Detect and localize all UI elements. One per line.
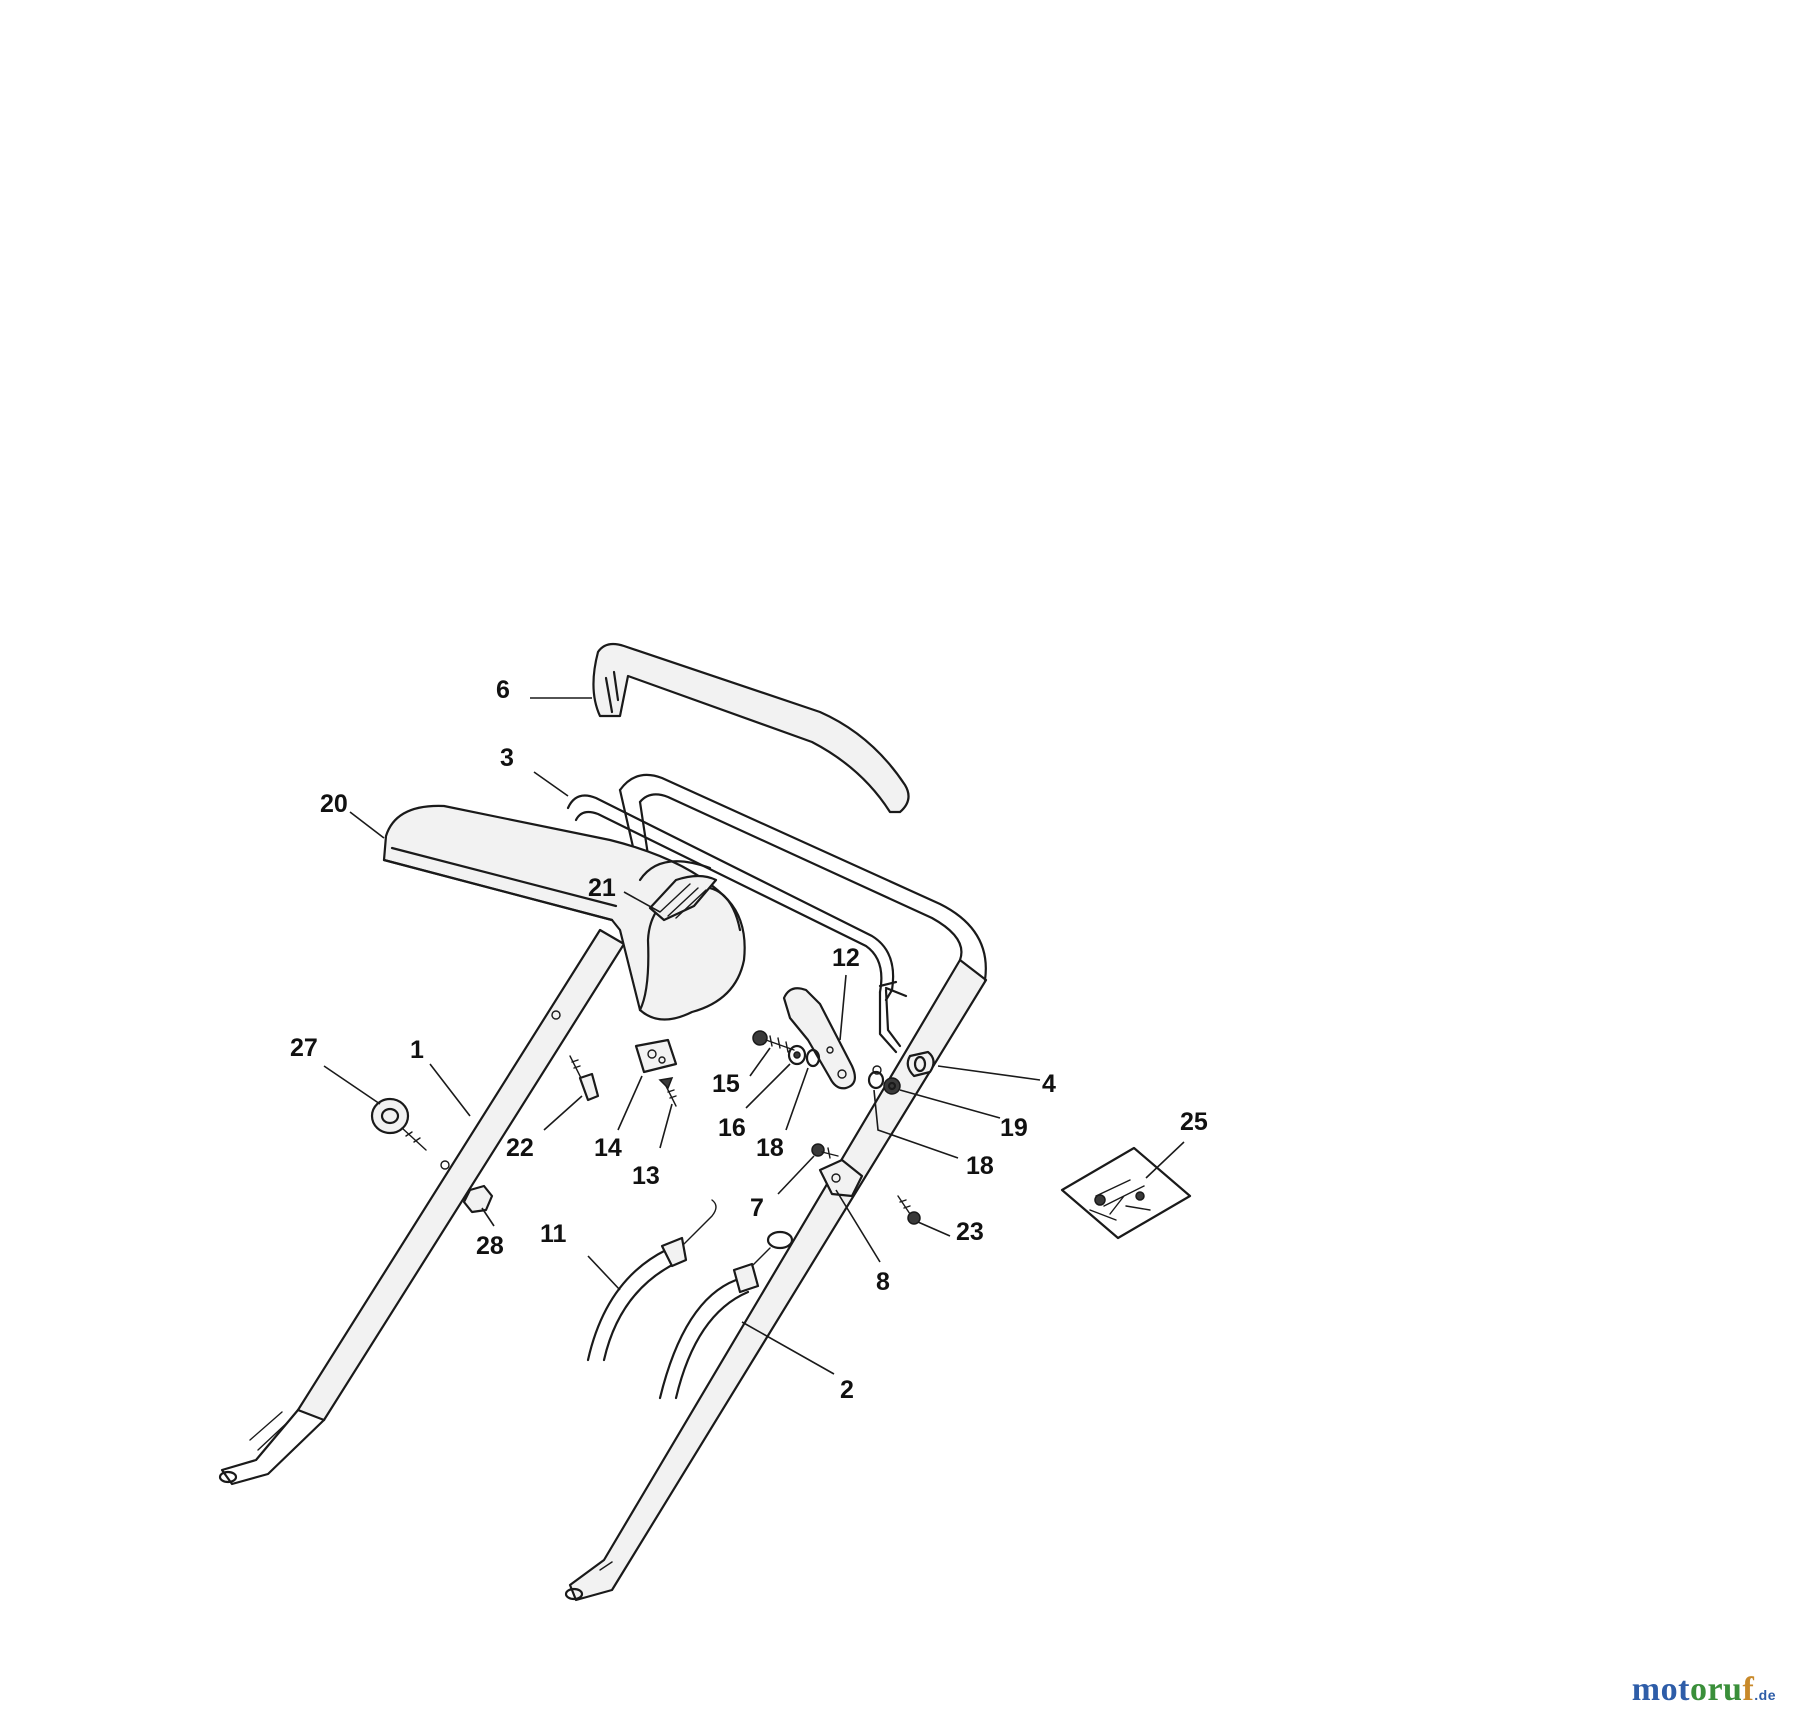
label-15: 15 <box>712 1070 740 1098</box>
part-14-cable-clip <box>634 1038 678 1074</box>
part-12-lever <box>782 987 857 1090</box>
part-2-cable <box>658 1230 794 1400</box>
label-2: 2 <box>840 1376 854 1404</box>
watermark-part-a: mot <box>1631 1671 1690 1708</box>
part-1-left-handle-tube <box>218 928 626 1486</box>
part-8-bracket <box>818 1158 864 1198</box>
label-4: 4 <box>1042 1070 1056 1098</box>
label-3: 3 <box>500 744 514 772</box>
watermark-part-b: oru <box>1689 1671 1743 1708</box>
label-16: 16 <box>718 1114 746 1142</box>
part-3-wire-bail <box>566 794 908 1054</box>
leader-lines <box>323 697 1185 1375</box>
label-11: 11 <box>540 1220 567 1248</box>
part-4-cable-bushing <box>906 1050 935 1078</box>
label-7: 7 <box>750 1194 764 1222</box>
label-14: 14 <box>594 1134 622 1162</box>
label-28: 28 <box>476 1232 504 1260</box>
label-23: 23 <box>956 1218 984 1246</box>
label-12: 12 <box>832 944 860 972</box>
label-18: 18 <box>756 1134 784 1162</box>
label-18b: 18 <box>966 1152 994 1180</box>
part-22-screw <box>569 1055 600 1102</box>
brand-watermark: motoruf.de <box>1632 1671 1776 1709</box>
part-13-screw <box>658 1077 677 1107</box>
part-15-bolt <box>752 1030 795 1053</box>
label-27: 27 <box>290 1034 318 1062</box>
upper-handle-loop <box>618 773 987 982</box>
part-23-screw <box>897 1195 921 1225</box>
label-13: 13 <box>632 1162 660 1190</box>
part-21-slot-insert <box>648 874 718 922</box>
part-20-handle-cover <box>382 804 746 1021</box>
part-7-screw <box>811 1143 839 1159</box>
watermark-tld: .de <box>1754 1687 1776 1703</box>
label-22: 22 <box>506 1134 534 1162</box>
part-25-parts-bag <box>1060 1146 1192 1240</box>
label-19: 19 <box>1000 1114 1028 1142</box>
label-6: 6 <box>496 676 510 704</box>
label-1: 1 <box>410 1036 424 1064</box>
label-25: 25 <box>1180 1108 1208 1136</box>
part-number-labels: 6 3 20 21 12 27 1 15 4 22 14 16 18 19 13… <box>290 676 1208 1404</box>
part-19-nut <box>883 1077 901 1095</box>
label-20: 20 <box>320 790 348 818</box>
part-18-washer <box>805 1048 885 1090</box>
part-6-top-grip <box>592 642 910 814</box>
part-11-cable <box>586 1199 717 1362</box>
part-27-knob <box>370 1097 427 1151</box>
watermark-part-c: f <box>1742 1671 1755 1708</box>
label-8: 8 <box>876 1268 890 1296</box>
part-28-nut <box>462 1184 494 1214</box>
label-21: 21 <box>588 874 616 902</box>
part-16-washer <box>787 1044 807 1066</box>
